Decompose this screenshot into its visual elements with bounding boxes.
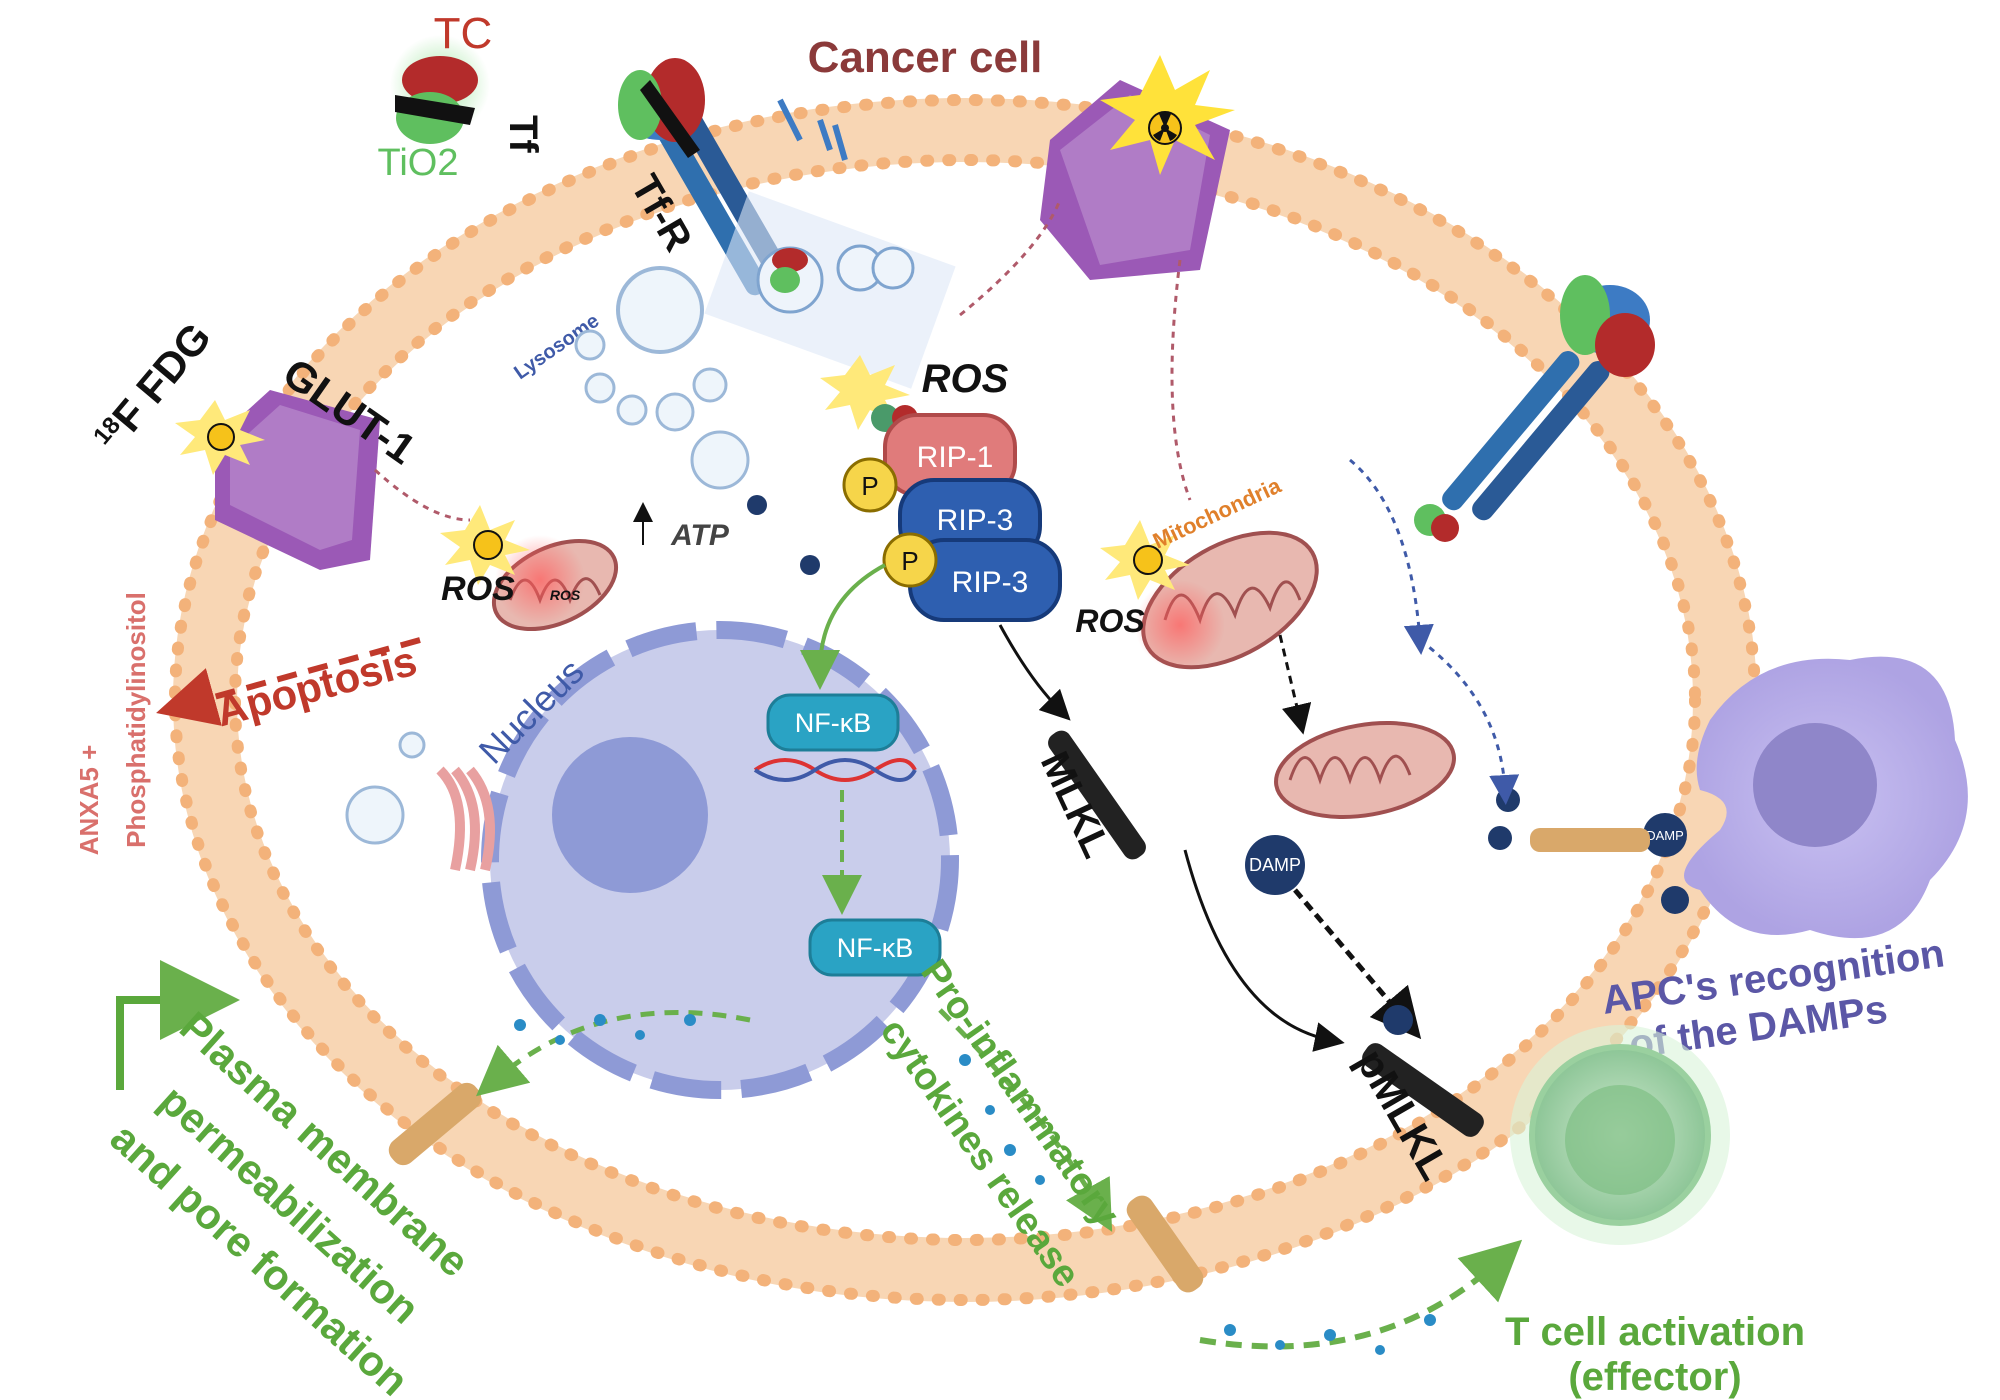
- damp-label-large: DAMP: [1249, 855, 1301, 875]
- mitochondria-right: [1100, 520, 1456, 819]
- radiation-icon: [1148, 111, 1182, 145]
- p-label-1: P: [861, 471, 878, 501]
- cytokine-arrow-right: [938, 1008, 1113, 1232]
- rip-complex: [842, 413, 1062, 622]
- rip-to-mlkl-arrow: [998, 624, 1071, 721]
- pm-arrow: [116, 960, 240, 1090]
- signal-path-3: [373, 468, 471, 522]
- damp-to-pmlkl-arrow: [1293, 888, 1422, 1040]
- ros-right-label: ROS: [1075, 603, 1145, 639]
- pore-channel-right: [1530, 828, 1650, 852]
- signal-path-5: [1419, 638, 1520, 805]
- tc-label: TC: [434, 9, 493, 58]
- radiation-channel-top: [1040, 55, 1235, 280]
- damp-label-apc: DAMP: [1646, 828, 1684, 843]
- tcell-label-line2: (effector): [1568, 1355, 1741, 1399]
- tcell-label-line1: T cell activation: [1505, 1310, 1805, 1354]
- nfkb-bottom-label: NF-κB: [837, 933, 914, 963]
- anxa5-label-line2: Phosphatidylinositol: [121, 592, 151, 848]
- mitochondria-icon: [440, 505, 619, 632]
- signal-path-4: [1349, 458, 1434, 655]
- tc-tf-tio2-particle: [390, 35, 490, 144]
- tf-receptor-right: [1414, 275, 1655, 542]
- lysosome-icon: [574, 266, 750, 490]
- nfkb-box-top: [766, 693, 900, 752]
- atp-label: ATP: [670, 519, 730, 552]
- apoptosis-label: Apoptosis: [211, 637, 421, 736]
- rip1-label: RIP-1: [917, 441, 994, 474]
- glut1-transporter: [175, 390, 380, 570]
- cytokine-arrow-left: [476, 1010, 751, 1097]
- ros-main-label: ROS: [922, 357, 1009, 401]
- rip3a-label: RIP-3: [937, 504, 1014, 537]
- tf-label: Tf: [501, 115, 545, 153]
- mlkl-to-pmlkl-arrow: [1183, 849, 1345, 1052]
- damp-molecules: [747, 495, 1689, 1035]
- p-label-2: P: [901, 546, 918, 576]
- signal-path-1: [959, 199, 1062, 317]
- cytokine-dots: [514, 1014, 1436, 1355]
- nfkb-box-bottom: [808, 918, 942, 977]
- tcell-activation-arrow: [1199, 1239, 1523, 1350]
- dna-icon: [753, 758, 917, 782]
- ros-small-label: ROS: [550, 587, 581, 603]
- cell-title: Cancer cell: [808, 33, 1043, 82]
- endocytosis-vesicles: [704, 98, 956, 389]
- t-cell: [1510, 1025, 1730, 1245]
- mlkl-protein: [1048, 730, 1146, 860]
- pore-channel-bottom: [1126, 1195, 1204, 1293]
- anxa5-label-line1: ANXA5 +: [74, 745, 104, 856]
- golgi-icon: [345, 731, 495, 872]
- pore-channel-left: [388, 1082, 482, 1166]
- tio2-label: TiO2: [378, 142, 459, 184]
- mito-to-mito-arrow: [1278, 634, 1312, 735]
- nfkb-top-label: NF-κB: [795, 708, 872, 738]
- apoptosis-arrow: [156, 637, 421, 726]
- pmlkl-protein: [1362, 1043, 1484, 1137]
- rip-to-nfkb-arrow: [800, 563, 886, 690]
- signal-path-2: [1170, 259, 1192, 501]
- rip3b-label: RIP-3: [952, 566, 1029, 599]
- ros-left-label: ROS: [441, 570, 515, 608]
- apc-cell: [1684, 656, 1968, 939]
